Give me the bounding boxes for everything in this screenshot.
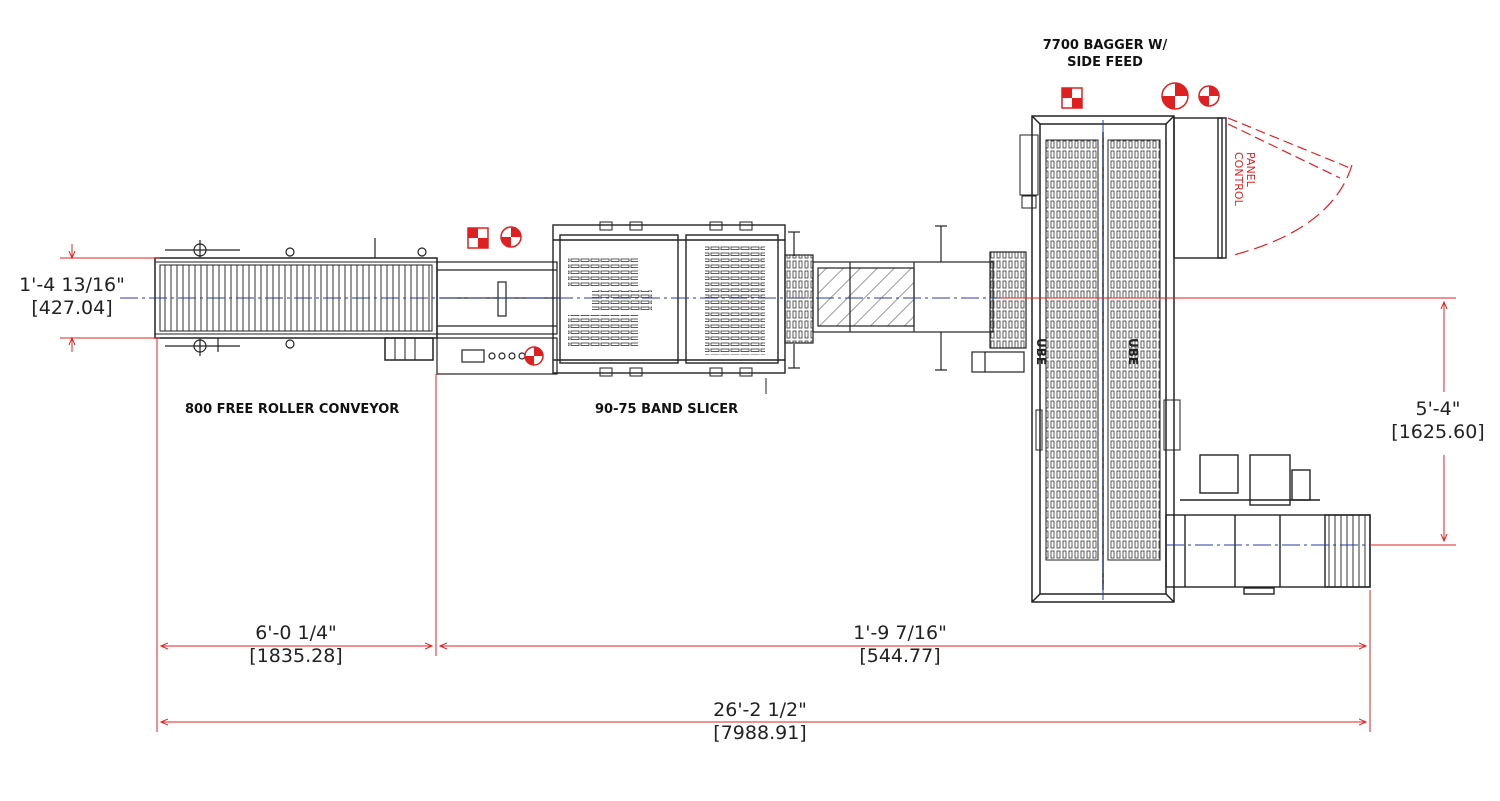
panel-control-label: PANEL CONTROL [1232, 152, 1257, 206]
center-of-gravity-markers [467, 82, 1220, 366]
dim-conveyor-width: 1'-4 13/16" [427.04] [2, 274, 142, 320]
dim-offset-vertical-imperial: 5'-4" [1415, 398, 1461, 420]
centerlines [120, 120, 1375, 600]
bagger-control-panel [1173, 117, 1353, 259]
brand-left: UBE [1034, 338, 1048, 366]
target-marker-icon [524, 346, 544, 366]
dim-conveyor-length-imperial: 6'-0 1/4" [255, 622, 337, 644]
target-marker-icon [1198, 85, 1220, 107]
checker-marker-icon [467, 227, 489, 249]
brand-right: UBE [1126, 338, 1140, 366]
dim-conveyor-length-metric: [1835.28] [249, 645, 343, 667]
side-feed-conveyor [1165, 454, 1371, 595]
bagger-label-line1: 7700 BAGGER W/ [1042, 38, 1168, 53]
slicer-control-box [436, 337, 558, 375]
dim-conveyor-width-metric: [427.04] [31, 297, 113, 319]
panel-label-line2: CONTROL [1232, 152, 1245, 206]
bagger-label: 7700 BAGGER W/ SIDE FEED [1030, 37, 1180, 71]
dim-conveyor-width-imperial: 1'-4 13/16" [19, 274, 125, 296]
roller-conveyor [154, 238, 438, 361]
panel-label-line1: PANEL [1244, 152, 1257, 187]
target-marker-icon [1161, 82, 1189, 110]
conveyor-label: 800 FREE ROLLER CONVEYOR [185, 402, 400, 417]
dim-offset-vertical: 5'-4" [1625.60] [1378, 398, 1498, 444]
dim-remaining-length-metric: [544.77] [859, 645, 941, 667]
band-slicer [552, 221, 786, 394]
dim-overall-length: 26'-2 1/2" [7988.91] [690, 699, 830, 745]
dim-remaining-length-imperial: 1'-9 7/16" [853, 622, 947, 644]
transfer-conveyor [784, 225, 1027, 373]
dim-overall-length-imperial: 26'-2 1/2" [713, 699, 807, 721]
dim-conveyor-length: 6'-0 1/4" [1835.28] [226, 622, 366, 668]
dim-overall-length-metric: [7988.91] [713, 722, 807, 744]
bagger-label-line2: SIDE FEED [1067, 55, 1143, 70]
slicer-label: 90-75 BAND SLICER [595, 402, 739, 417]
dim-offset-vertical-metric: [1625.60] [1391, 421, 1485, 443]
target-marker-icon [500, 226, 522, 248]
dimension-lines [60, 244, 1456, 732]
dim-remaining-length: 1'-9 7/16" [544.77] [830, 622, 970, 668]
bagger [1019, 115, 1181, 603]
checker-marker-icon [1061, 87, 1083, 109]
